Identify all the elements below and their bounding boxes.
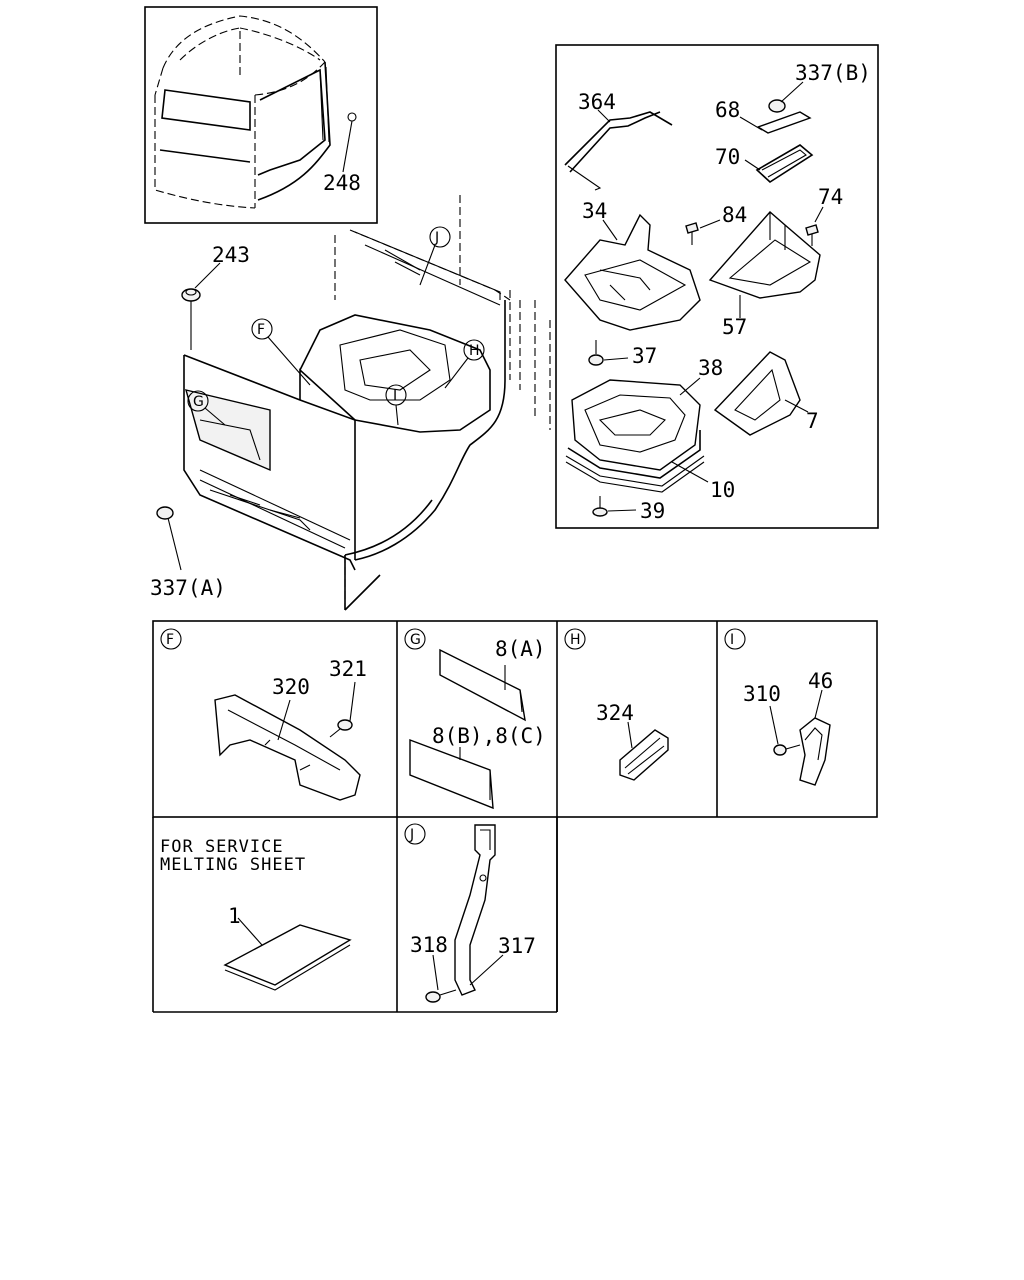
- svg-text:F: F: [166, 632, 174, 648]
- svg-text:H: H: [469, 343, 480, 359]
- seal-70: [755, 144, 814, 184]
- plug-337b: [768, 99, 786, 113]
- svg-text:I: I: [730, 632, 734, 648]
- label-243: 243: [212, 243, 250, 267]
- callout-G: G: [187, 390, 226, 426]
- panel-I: I 46 310: [724, 628, 833, 786]
- label-10: 10: [710, 478, 735, 502]
- svg-text:J: J: [409, 827, 414, 843]
- callout-F: F: [251, 318, 311, 386]
- label-1: 1: [228, 904, 241, 928]
- label-364: 364: [578, 90, 616, 114]
- label-57: 57: [722, 315, 747, 339]
- label-324: 324: [596, 701, 634, 725]
- callout-H: H: [444, 339, 485, 389]
- label-318: 318: [410, 933, 448, 957]
- label-84: 84: [722, 203, 747, 227]
- label-317: 317: [498, 934, 536, 958]
- label-68: 68: [715, 98, 740, 122]
- bracket-317: [454, 824, 496, 996]
- bolt-39: [592, 507, 608, 517]
- bracket-57: [708, 211, 821, 299]
- detail-panels: F 320 321 G 8(A) 8(B),8(C): [152, 620, 878, 1013]
- cover-7: [713, 351, 801, 436]
- label-38: 38: [698, 356, 723, 380]
- cab-floor-main-view: 243 337(A) F G H I J: [150, 195, 551, 611]
- nut-37: [588, 354, 604, 366]
- melting-sheet-1: [223, 924, 352, 986]
- label-248: 248: [323, 171, 361, 195]
- label-74: 74: [818, 185, 843, 209]
- label-8a: 8(A): [495, 637, 546, 661]
- callout-I: I: [385, 384, 407, 426]
- insulator-8bc: [409, 738, 494, 810]
- cab-inset: 248: [144, 6, 378, 224]
- service-note-line2: MELTING SHEET: [160, 855, 306, 875]
- clip-324: [619, 729, 669, 781]
- svg-text:I: I: [393, 388, 397, 404]
- panel-F: F 320 321: [160, 628, 367, 801]
- label-7: 7: [806, 409, 819, 433]
- label-321: 321: [329, 657, 367, 681]
- label-34: 34: [582, 199, 607, 223]
- panel-G: G 8(A) 8(B),8(C): [404, 628, 546, 810]
- label-337b: 337(B): [795, 61, 871, 85]
- bolt-310: [773, 744, 787, 756]
- callout-J: J: [419, 226, 451, 286]
- insulator-8a: [439, 648, 526, 722]
- panel-H: H 324: [564, 628, 669, 781]
- svg-text:J: J: [434, 230, 439, 246]
- gasket-10: [567, 430, 701, 479]
- bolt-74: [805, 224, 819, 236]
- exploded-parts-box: 364 337(B) 68 70 34 84 57: [555, 44, 879, 529]
- lid-68: [756, 111, 812, 134]
- label-320: 320: [272, 675, 310, 699]
- label-37: 37: [632, 344, 657, 368]
- label-337a: 337(A): [150, 576, 226, 600]
- bolt-318: [425, 991, 441, 1003]
- label-46: 46: [808, 669, 833, 693]
- svg-text:G: G: [410, 632, 421, 648]
- rod-364: [564, 111, 673, 166]
- label-8bc: 8(B),8(C): [432, 724, 546, 748]
- svg-text:G: G: [193, 394, 204, 410]
- bolt-321: [337, 719, 353, 731]
- bolt-84: [685, 222, 699, 234]
- svg-text:F: F: [257, 322, 265, 338]
- panel-J: J 317 318: [404, 823, 536, 1003]
- svg-text:H: H: [570, 632, 581, 648]
- bracket-320: [214, 694, 361, 801]
- bracket-34: [564, 213, 701, 331]
- label-39: 39: [640, 499, 665, 523]
- label-310: 310: [743, 682, 781, 706]
- label-70: 70: [715, 145, 740, 169]
- panel-service-sheet: FOR SERVICE MELTING SHEET 1: [160, 837, 352, 991]
- service-note-line1: FOR SERVICE: [160, 837, 284, 857]
- tray-38: [571, 379, 701, 471]
